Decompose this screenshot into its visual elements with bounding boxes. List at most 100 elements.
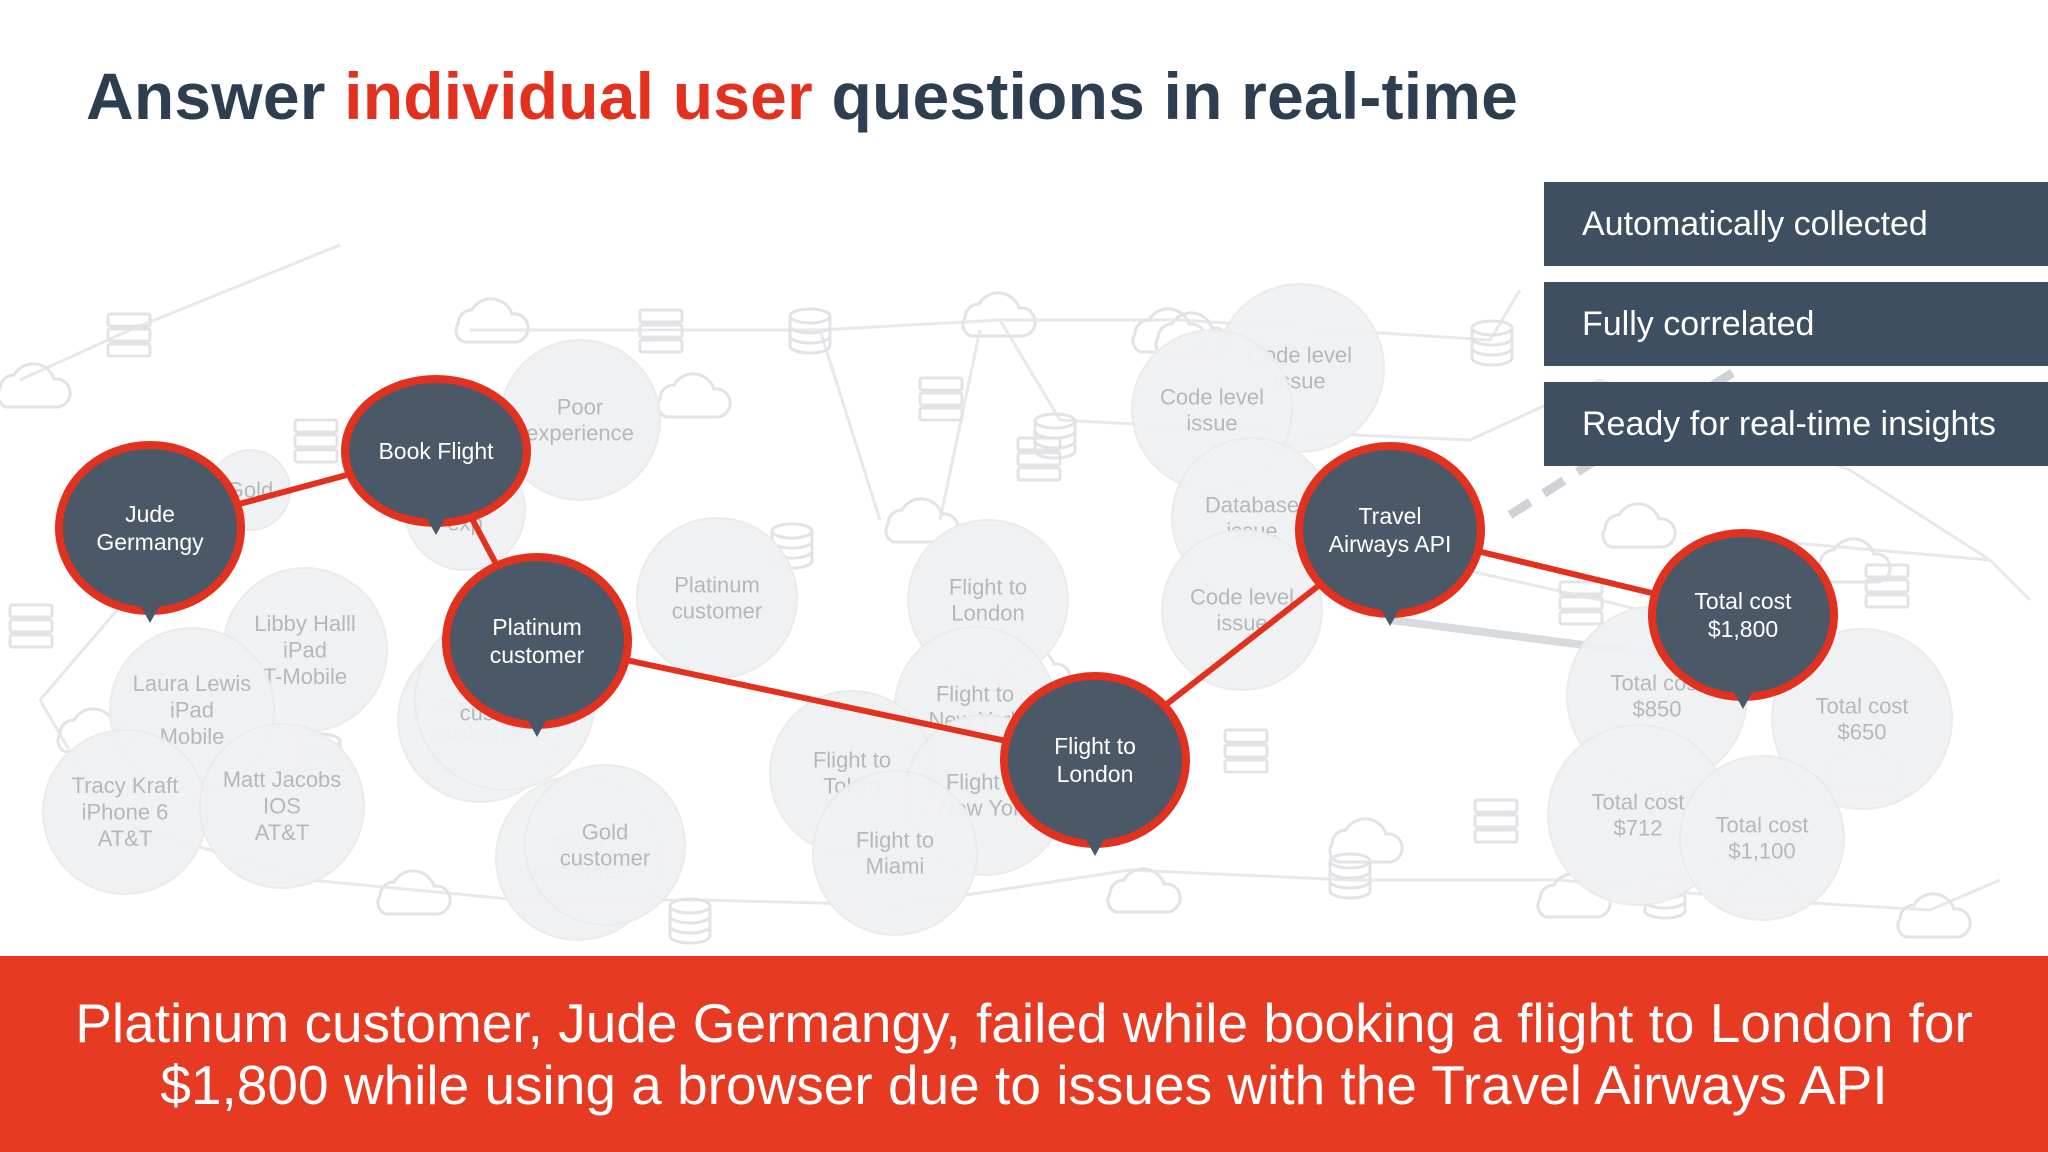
node-label-line: AT&T [255,820,310,845]
node-label-line: iPhone 6 [82,800,169,825]
panel-item-automatically-collected: Automatically collected [1544,182,2048,266]
network-link [1929,878,2001,912]
pin-pointer [1733,691,1753,709]
journey-node-total: Total cost$1,800 [1648,529,1838,709]
server-icon [8,603,54,649]
node-label-line: Laura Lewis [133,671,252,696]
user-journey-diagram: GoldPoorexperienceGoodexpLibby HallliPad… [0,243,2032,945]
title-part-2: questions in real-time [831,59,1519,133]
banner-line-1: Platinum customer, Jude Germangy, failed… [75,992,1973,1054]
title-part-1: Answer [86,59,326,133]
server-icon [293,418,339,464]
node-label-line: issue [1186,411,1237,436]
node-label-line: T-Mobile [263,664,347,689]
page-title: Answer individual user questions in real… [86,58,1518,134]
server-icon [638,308,684,354]
node-label-line: Code level [1190,584,1294,609]
node-label-line: experience [526,421,634,446]
node-label-line: Platinum [492,614,581,640]
pin-pointer [140,605,160,623]
node-label-line: customer [490,642,585,668]
node-label-line: $712 [1614,816,1663,841]
cloud-icon [1896,892,1972,939]
network-link [309,878,521,902]
node-label-line: Total cost [1592,789,1685,814]
node-label-line: Tracy Kraft [72,773,179,798]
cloud-icon [1131,307,1207,354]
pin-pointer [1380,608,1400,626]
database-icon [1470,319,1514,367]
node-label-line: Flight to [856,827,934,852]
node-label-line: Matt Jacobs [223,767,342,792]
server-icon [106,312,152,358]
network-link [938,329,982,521]
node-label-line: customer [672,599,762,624]
node-label-line: iPad [170,698,214,723]
node-label-line: Flight to [936,681,1014,706]
node-label-line: Poor [557,394,603,419]
server-icon [1223,728,1269,774]
node-label-line: customer [560,846,650,871]
server-icon [1473,798,1519,844]
node-label-line: Database [1205,492,1299,517]
panel-item-fully-correlated: Fully correlated [1544,282,2048,366]
title-highlight: individual user [344,59,813,133]
node-label-line: Platinum [674,572,760,597]
network-link [129,243,341,332]
server-icon [918,376,964,422]
cloud-icon [0,362,72,409]
panel-item-real-time-insights: Ready for real-time insights [1544,382,2048,466]
cloud-icon [454,297,530,344]
database-icon [788,307,832,355]
database-icon [1328,852,1372,900]
network-link [1488,289,1522,341]
node-label-line: Flight to [949,574,1027,599]
node-label-line: Flight to [1054,733,1136,759]
journey-node-book: Book Flight [341,375,531,535]
node-label-line: AT&T [98,826,153,851]
cloud-icon [1328,817,1404,864]
node-label-line: Airways API [1329,531,1452,557]
cloud-icon [1106,867,1182,914]
node-label-line: Total cost [1694,588,1792,614]
node-label-line: $650 [1838,720,1887,745]
node-label-line: Jude [125,501,175,527]
background-node: Total cost$650 [1771,628,1953,810]
node-label-line: London [951,601,1024,626]
pin-pointer [1085,838,1105,856]
node-label-line: Book Flight [378,438,494,464]
server-icon [1558,580,1604,626]
network-link [818,329,882,521]
cloud-icon [961,291,1037,338]
background-nodes: GoldPoorexperienceGoodexpLibby HallliPad… [42,283,1953,941]
node-label-line: $1,800 [1708,616,1778,642]
server-icon [1864,563,1910,609]
node-label-line: Libby Halll [254,611,356,636]
pin-pointer [426,517,446,535]
database-icon [668,897,712,945]
node-label-line: London [1057,761,1134,787]
cloud-icon [656,372,732,419]
node-label-line: Travel [1358,503,1421,529]
node-label-line: Total cost [1716,812,1809,837]
node-label-line: Code level [1160,384,1264,409]
feature-panel: Automatically collected Fully correlated… [1544,182,2048,482]
background-node: Total cost$1,100 [1679,755,1845,921]
cloud-icon [884,497,960,544]
network-link [819,318,1001,332]
node-label-line: Germangy [96,529,204,555]
node-label-line: $850 [1633,697,1682,722]
cloud-icon [376,869,452,916]
network-link [1129,868,1351,882]
node-label-line: Gold [582,819,628,844]
cloud-icon [1601,502,1677,549]
